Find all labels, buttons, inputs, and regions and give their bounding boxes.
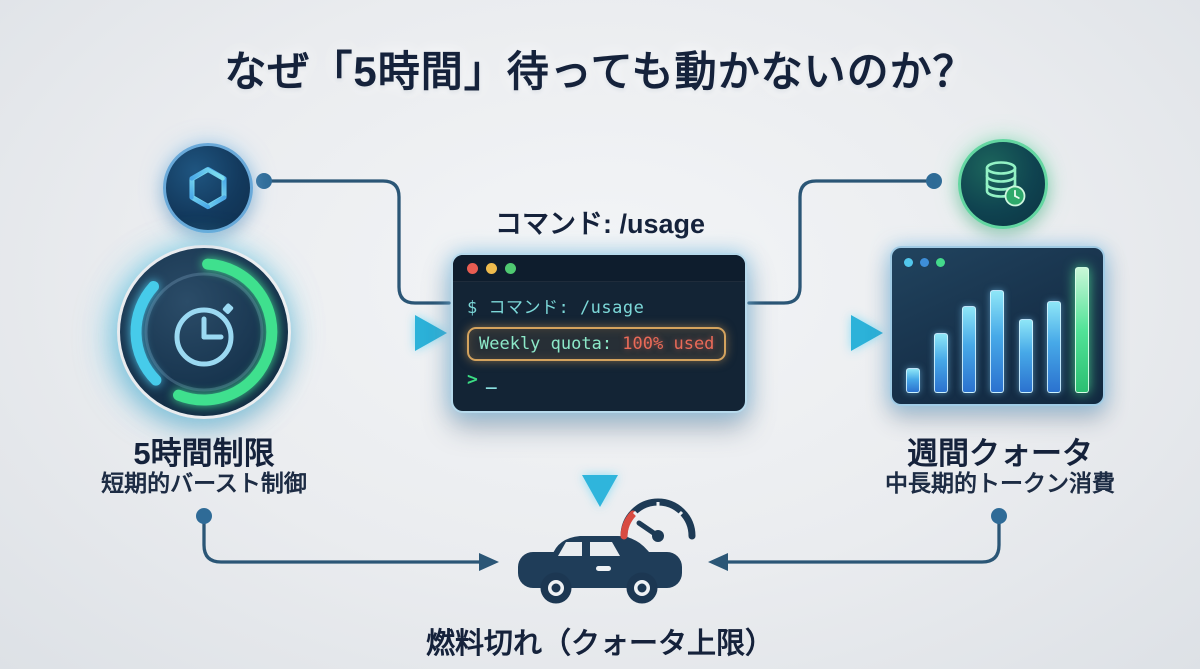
command-label: コマンド: /usage [494,209,706,239]
right-to-car-connector [726,522,1001,564]
window-dot-cyan-icon [904,258,913,267]
connector-dot [256,173,272,189]
left-node-heading: 5時間制限 [133,436,275,471]
quota-highlight-box: Weekly quota: 100% used [467,327,727,361]
bar [1018,318,1033,393]
left-to-car-connector [202,522,481,564]
arrowhead-right-icon [415,315,447,351]
terminal-titlebar [453,255,745,282]
cursor: _ [485,369,497,390]
prompt-chevron: > [467,369,478,390]
page-title: なぜ「5時間」待っても動かないのか？ [224,48,976,95]
car-wheel-icon [626,572,658,604]
arrowhead-right-icon [479,553,499,571]
chart-window-dots [892,248,1103,267]
bar [934,332,949,393]
stopwatch-gauge-icon [117,245,291,419]
openai-logo-icon [163,143,253,233]
bar [1046,301,1061,393]
openai-to-terminal-connector [270,179,451,305]
traffic-light-green-icon [505,262,516,274]
database-clock-icon [958,139,1048,229]
terminal-prompt-line: >_ [467,369,731,390]
connector-dot [991,508,1007,524]
arrowhead-right-icon [851,315,883,351]
database-clock-svg [985,161,1026,207]
bar [990,289,1005,393]
car-wheel-icon [540,572,572,604]
bar-chart-bars [906,267,1089,393]
right-node-heading: 週間クォータ [907,436,1093,471]
window-dot-blue-icon [920,258,929,267]
terminal-body: $ コマンド: /usage Weekly quota: 100% used >… [453,282,745,390]
fuel-gauge-icon [620,498,696,542]
arrowhead-left-icon [708,553,728,571]
terminal-window: $ コマンド: /usage Weekly quota: 100% used >… [451,253,747,413]
quota-value: 100% used [622,334,715,354]
bar [962,306,977,393]
terminal-command-line: $ コマンド: /usage [467,298,645,318]
connector-dot [926,173,942,189]
bar-chart-icon [890,246,1105,406]
openai-knot-icon [189,166,227,210]
right-node-subheading: 中長期的トークン消費 [885,470,1115,496]
bottom-caption: 燃料切れ（クォータ上限） [425,628,774,660]
bar [1074,267,1089,393]
car-icon [518,536,682,604]
bar [906,367,920,393]
traffic-light-yellow-icon [486,262,497,274]
arrowhead-down-icon [582,475,618,507]
window-dot-green-icon [936,258,945,267]
traffic-light-red-icon [467,262,478,274]
left-node-subheading: 短期的バースト制御 [101,470,307,496]
quota-label: Weekly quota: [479,334,623,354]
stopwatch-icon [174,303,234,367]
stopwatch-gauge-svg [120,248,288,416]
connector-dot [196,508,212,524]
